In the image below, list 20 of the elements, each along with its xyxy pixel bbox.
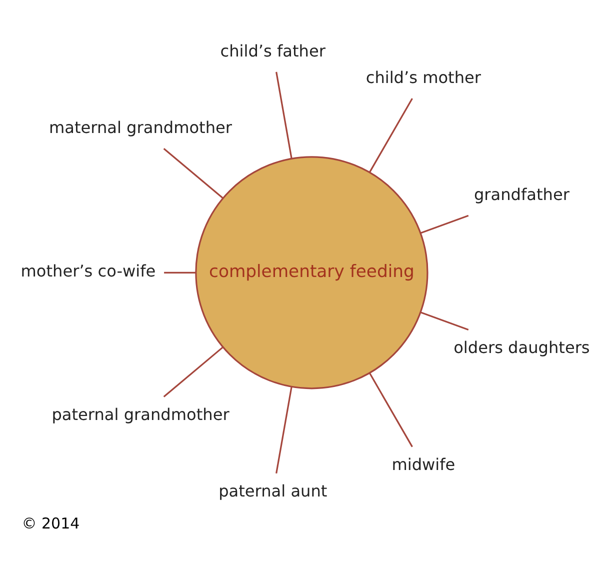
connector — [420, 214, 469, 234]
connector — [420, 312, 469, 330]
node-text: grandfather — [474, 184, 570, 204]
caption: © 2014 — [22, 514, 80, 532]
connector — [163, 346, 224, 398]
node-text: maternal grandmother — [48, 118, 232, 137]
node-text: child’s father — [220, 41, 326, 60]
connector — [164, 272, 196, 274]
node-text: mother’s co-wife — [20, 261, 156, 280]
node-text: child’s mother — [366, 68, 482, 87]
connector — [276, 72, 292, 159]
connector — [369, 98, 413, 173]
node-text: paternal aunt — [218, 482, 328, 501]
connector — [276, 386, 292, 474]
node-text: paternal grandmother — [52, 405, 230, 424]
node-text: olders daughters — [454, 338, 590, 357]
connector — [163, 148, 224, 199]
node-circle: complementary feeding — [195, 156, 428, 390]
connector — [369, 372, 413, 448]
node-text: midwife — [392, 454, 456, 474]
